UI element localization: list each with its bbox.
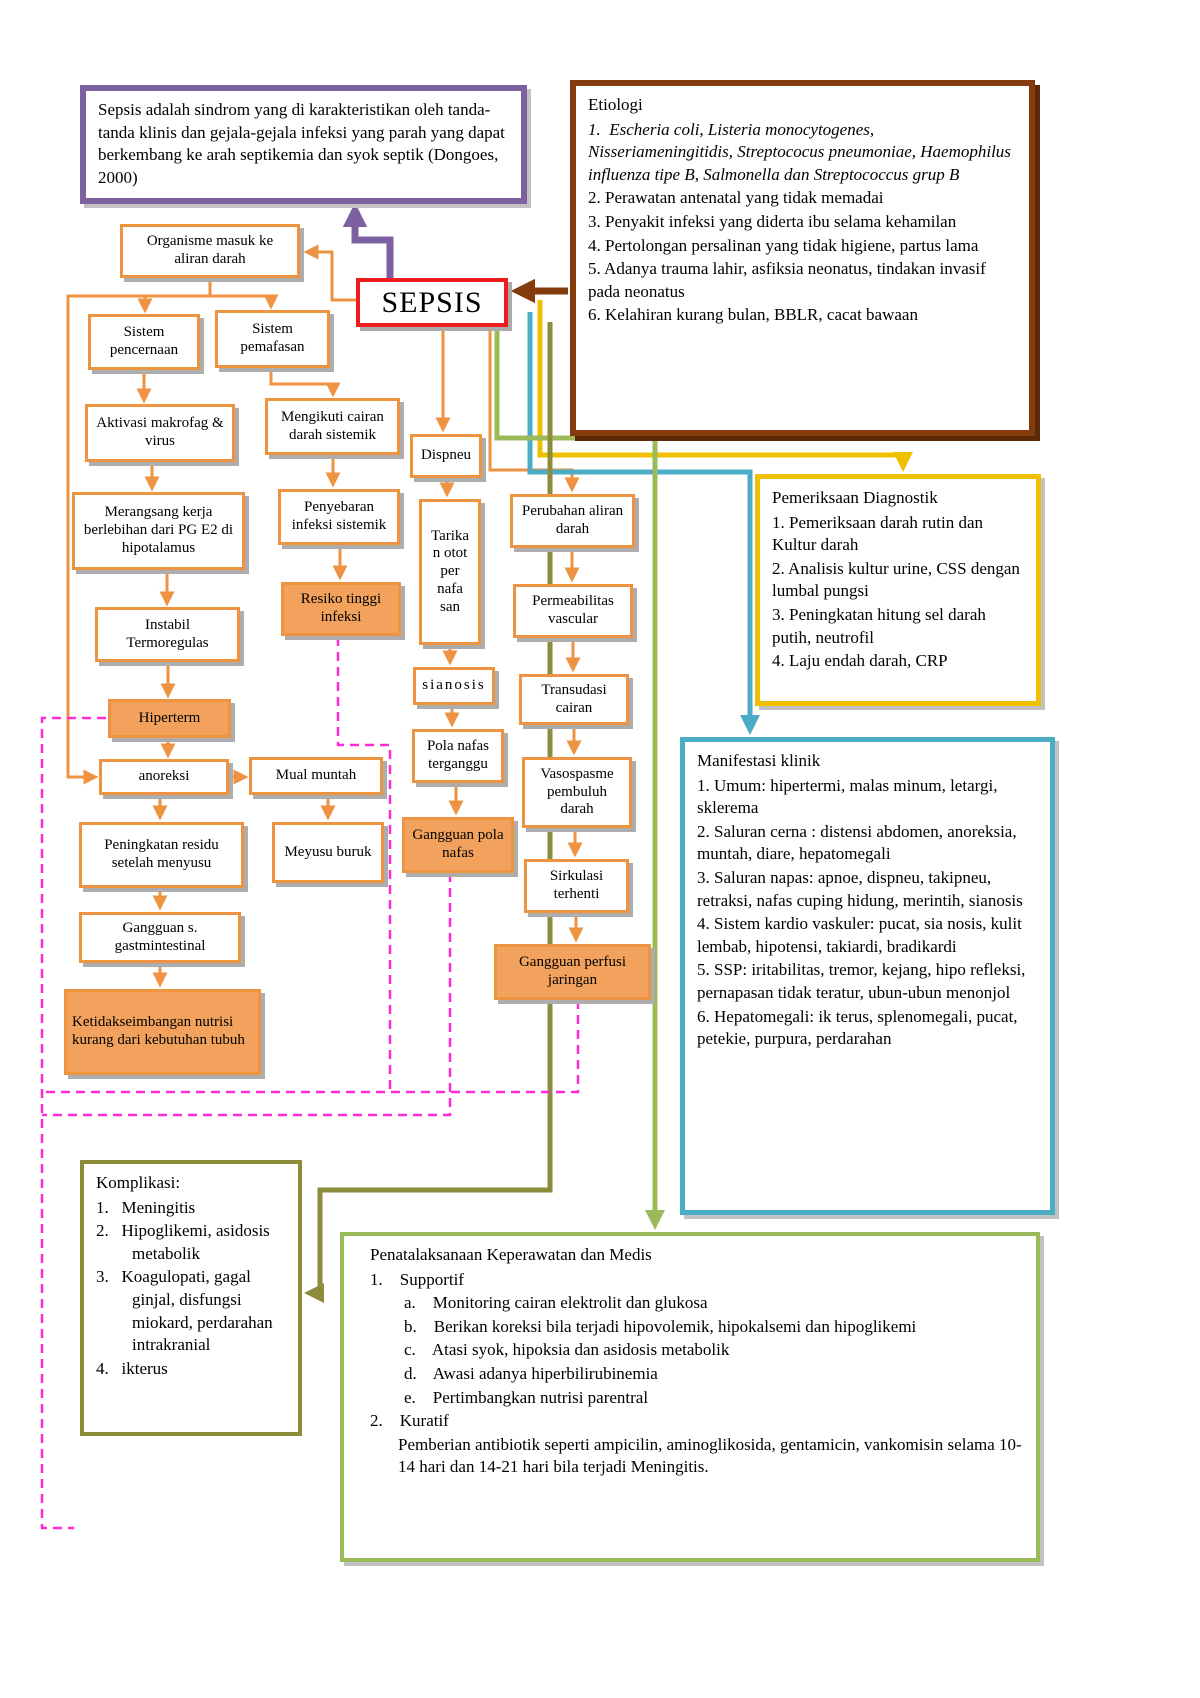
komplikasi-item: 1. Meningitis: [96, 1197, 196, 1217]
node-gangguan-gastrointestinal: Gangguan s. gastmintestinal: [79, 912, 241, 963]
penatalaksanaan-line: e. Pertimbangkan nutrisi parentral: [404, 1387, 649, 1407]
node-menyusu-buruk: Meyusu buruk: [272, 822, 384, 883]
orange-flow-arrows: [66, 244, 584, 988]
manifestasi-item: 3. Saluran napas: apnoe, dispneu, takipn…: [697, 868, 1023, 910]
komplikasi-box: Komplikasi: 1. Meningitis 2. Hipoglikemi…: [80, 1160, 302, 1436]
manifestasi-title: Manifestasi klinik: [697, 751, 821, 770]
pemeriksaan-item: 4. Laju endah darah, CRP: [772, 651, 948, 671]
node-gangguan-perfusi-jaringan: Gangguan perfusi jaringan: [494, 944, 651, 1000]
definition-text: Sepsis adalah sindrom yang di karakteris…: [98, 100, 510, 187]
penatalaksanaan-line: 1. Supportif: [370, 1269, 464, 1289]
node-peningkatan-residu: Peningkatan residu setelah menyusu: [79, 822, 244, 888]
definition-box: Sepsis adalah sindrom yang di karakteris…: [80, 85, 527, 205]
node-vasospasme: Vasospasme pembuluh darah: [522, 757, 632, 828]
node-mual-muntah: Mual muntah: [249, 757, 383, 795]
penatalaksanaan-line: d. Awasi adanya hiperbilirubinemia: [404, 1364, 658, 1384]
node-hipertermi: Hiperterm: [108, 699, 231, 738]
magenta-dashed-links: [40, 637, 580, 1530]
manifestasi-item: 5. SSP: iritabilitas, tremor, kejang, hi…: [697, 960, 1030, 1003]
node-sistem-pernafasan: Sistem pemafasan: [215, 310, 330, 368]
komplikasi-title: Komplikasi:: [96, 1173, 181, 1192]
etiologi-item: 5. Adanya trauma lahir, asfiksia neonatu…: [588, 259, 991, 301]
node-pola-nafas-terganggu: Pola nafas terganggu: [412, 729, 504, 783]
etiologi-item: 3. Penyakit infeksi yang diderta ibu sel…: [588, 212, 957, 232]
komplikasi-item: 3. Koagulopati, gagal ginjal, disfungsi …: [96, 1267, 277, 1355]
node-resiko-tinggi-infeksi: Resiko tinggi infeksi: [281, 582, 401, 636]
manifestasi-klinik-box: Manifestasi klinik 1. Umum: hipertermi, …: [680, 737, 1055, 1215]
komplikasi-item: 2. Hipoglikemi, asidosis metabolik: [96, 1221, 275, 1263]
yellow-connector-pemeriksaan: [537, 300, 913, 472]
penatalaksanaan-line: c. Atasi syok, hipoksia dan asidosis met…: [404, 1340, 730, 1360]
purple-arrow-definition: [342, 202, 394, 278]
node-merangsang-kerja: Merangsang kerja berlebihan dari PG E2 d…: [72, 492, 245, 570]
node-sistem-pencernaan: Sistem pencernaan: [88, 314, 200, 370]
etiologi-item: 6. Kelahiran kurang bulan, BBLR, cacat b…: [588, 305, 918, 325]
node-dispneu: Dispneu: [410, 434, 482, 478]
pemeriksaan-title: Pemeriksaan Diagnostik: [772, 488, 938, 507]
node-perubahan-aliran-darah: Perubahan aliran darah: [510, 494, 635, 548]
pemeriksaan-item: 2. Analisis kultur urine, CSS dengan lum…: [772, 558, 1025, 601]
manifestasi-item: 1. Umum: hipertermi, malas minum, letarg…: [697, 775, 1002, 818]
node-aktivasi-makrofag: Aktivasi makrofag & virus: [85, 404, 235, 462]
manifestasi-item: 6. Hepatomegali: ik terus, splenomegali,…: [697, 1006, 1022, 1049]
node-transudasi-cairan: Transudasi cairan: [519, 674, 629, 725]
node-gangguan-pola-nafas: Gangguan pola nafas: [402, 817, 514, 873]
node-sianosis: sianosis: [413, 667, 495, 705]
penatalaksanaan-line: b. Berikan koreksi bila terjadi hipovole…: [404, 1316, 917, 1336]
node-sepsis: SEPSIS: [356, 278, 508, 328]
node-permeabilitas-vascular: Permeabilitas vascular: [513, 584, 633, 638]
pemeriksaan-item: 1. Pemeriksaan darah rutin dan Kultur da…: [772, 512, 988, 555]
node-tarikan-otot: Tarika n otot per nafa san: [419, 499, 481, 645]
green-connector-penatalaksanaan: [494, 322, 665, 1230]
penatalaksanaan-line: Pemberian antibiotik seperti ampicilin, …: [398, 1434, 1022, 1477]
etiologi-box: Etiologi 1. Escheria coli, Listeria mono…: [570, 80, 1035, 436]
node-instabil-termoregulasi: Instabil Termoregulas: [95, 607, 240, 662]
node-anoreksi: anoreksi: [99, 759, 229, 795]
penatalaksanaan-title: Penatalaksanaan Keperawatan dan Medis: [370, 1245, 652, 1264]
pemeriksaan-item: 3. Peningkatan hitung sel darah putih, n…: [772, 605, 991, 647]
node-mengikuti-cairan: Mengikuti cairan darah sistemik: [265, 398, 400, 455]
node-ketidakseimbangan-nutrisi: Ketidakseimbangan nutrisi kurang dari ke…: [64, 989, 261, 1075]
node-sirkulasi-terhenti: Sirkulasi terhenti: [524, 859, 629, 913]
pemeriksaan-diagnostik-box: Pemeriksaan Diagnostik 1. Pemeriksaan da…: [755, 474, 1041, 706]
node-penyebaran-infeksi: Penyebaran infeksi sistemik: [278, 489, 400, 545]
manifestasi-item: 2. Saluran cerna : distensi abdomen, ano…: [697, 821, 1021, 864]
penatalaksanaan-line: a. Monitoring cairan elektrolit dan gluk…: [404, 1293, 708, 1313]
teal-connector-manifestasi: [527, 312, 760, 735]
manifestasi-item: 4. Sistem kardio vaskuler: pucat, sia no…: [697, 914, 1027, 956]
komplikasi-item: 4. ikterus: [96, 1358, 168, 1378]
etiologi-item: 4. Pertolongan persalinan yang tidak hig…: [588, 235, 979, 255]
etiologi-item: 2. Perawatan antenatal yang tidak memada…: [588, 188, 884, 208]
penatalaksanaan-box: Penatalaksanaan Keperawatan dan Medis 1.…: [340, 1232, 1040, 1562]
etiologi-title: Etiologi: [588, 95, 643, 114]
etiologi-item: 1. Escheria coli, Listeria monocytogenes…: [588, 119, 1016, 184]
penatalaksanaan-line: 2. Kuratif: [370, 1411, 449, 1431]
node-organisme-masuk: Organisme masuk ke aliran darah: [120, 224, 300, 278]
